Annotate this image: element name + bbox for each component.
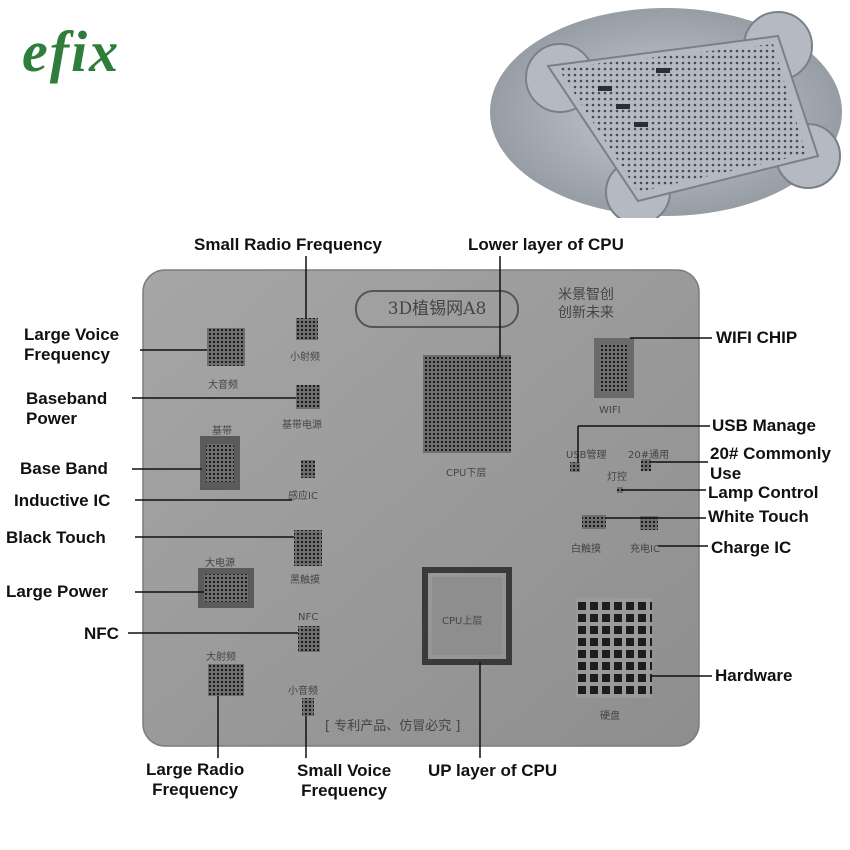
cn-large-power: 大电源 xyxy=(205,558,235,569)
callout-small-voice: Small Voice Frequency xyxy=(297,761,392,800)
cn-black-touch: 黑触摸 xyxy=(290,575,320,586)
cn-cpu-upper: CPU上层 xyxy=(442,616,483,627)
cn-lamp-control: 灯控 xyxy=(607,472,627,483)
callout-charge-ic: Charge IC xyxy=(711,538,792,557)
cpu-upper-pad xyxy=(422,567,512,665)
callout-wifi-chip: WIFI CHIP xyxy=(716,328,798,347)
callout-small-radio: Small Radio Frequency xyxy=(194,235,382,254)
cn-large-radio: 大射频 xyxy=(206,652,236,663)
cn-large-voice: 大音频 xyxy=(208,380,238,391)
callout-up-cpu: UP layer of CPU xyxy=(428,761,558,780)
cn-baseband: 基带 xyxy=(212,426,232,437)
large-voice-pad xyxy=(207,328,245,366)
commonly-use-pad xyxy=(641,459,651,471)
callout-usb-manage: USB Manage xyxy=(712,416,816,435)
callout-white-touch: White Touch xyxy=(708,507,809,526)
callout-large-radio: Large Radio Frequency xyxy=(146,760,245,799)
cn-baseband-power: 基带电源 xyxy=(282,420,322,431)
callout-lower-cpu: Lower layer of CPU xyxy=(468,235,624,254)
callout-base-band: Base Band xyxy=(20,459,108,478)
callout-large-power: Large Power xyxy=(6,582,109,601)
white-touch-pad xyxy=(582,515,606,529)
callout-large-voice: Large Voice Frequency xyxy=(24,325,120,364)
inductive-ic-pad xyxy=(301,460,315,478)
small-voice-pad xyxy=(302,698,314,716)
callout-hardware: Hardware xyxy=(715,666,793,685)
callout-inductive-ic: Inductive IC xyxy=(14,491,111,510)
cn-small-voice: 小音频 xyxy=(288,686,318,697)
cn-hardware: 硬盘 xyxy=(600,711,620,722)
callout-commonly-use: 20# Commonly Use xyxy=(710,444,831,483)
cn-inductive-ic: 感应IC xyxy=(288,491,318,502)
nfc-pad xyxy=(298,626,320,652)
cn-commonly-use: 20#通用 xyxy=(628,450,670,461)
cn-nfc: NFC xyxy=(298,612,319,623)
efix-logo: efix xyxy=(22,19,121,84)
hardware-pad xyxy=(576,598,652,698)
patent-note: [ 专利产品、仿冒必究 ] xyxy=(325,719,461,734)
cpu-lower-pad xyxy=(423,355,511,453)
usb-pad xyxy=(570,462,580,472)
black-touch-pad xyxy=(294,530,322,566)
plate-maker: 米景智创 创新未来 xyxy=(558,287,614,321)
cn-small-radio: 小射频 xyxy=(290,352,320,363)
plate-title: 3D植锡网A8 xyxy=(355,290,519,328)
charge-ic-pad xyxy=(640,516,658,530)
stencil-closeup-photo xyxy=(490,8,842,218)
lamp-control-pad xyxy=(617,487,623,493)
cn-charge-ic: 充电IC xyxy=(630,544,660,555)
cn-white-touch: 白触摸 xyxy=(571,544,601,555)
cn-wifi: WIFI xyxy=(599,405,621,416)
cn-usb-manage: USB管理 xyxy=(566,450,607,461)
cn-cpu-lower: CPU下层 xyxy=(446,468,487,479)
callout-lamp-control: Lamp Control xyxy=(708,483,819,502)
baseband-power-pad xyxy=(296,385,320,409)
small-radio-pad xyxy=(296,318,318,340)
callout-black-touch: Black Touch xyxy=(6,528,106,547)
callout-baseband-power: Baseband Power xyxy=(26,389,108,428)
callout-nfc: NFC xyxy=(84,624,119,643)
large-radio-pad xyxy=(208,664,244,696)
